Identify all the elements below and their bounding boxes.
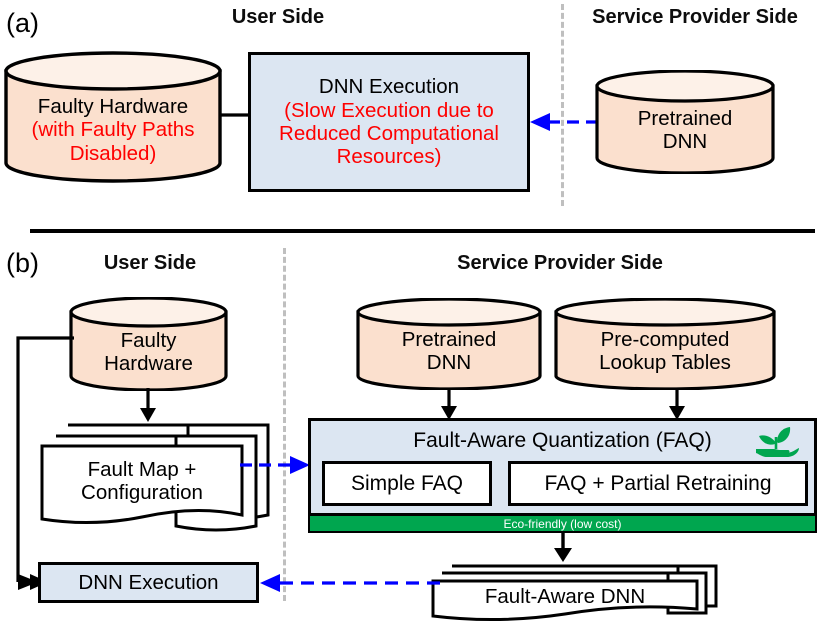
panel-a-pretrained-dnn-cylinder: Pretrained DNN (594, 70, 776, 174)
panel-b-faq-block: Fault-Aware Quantization (FAQ) Simple FA… (308, 418, 817, 516)
cylinder-shape-icon (69, 297, 228, 391)
panel-b-faq-option-partial-retraining[interactable]: FAQ + Partial Retraining (508, 461, 808, 506)
panel-b-arrow-pretrained-to-faq (441, 389, 457, 420)
panel-a-dnn-execution-box: DNN Execution (Slow Execution due to Red… (248, 52, 530, 192)
panel-a-dnn-execution-line1: DNN Execution (318, 75, 460, 99)
panel-b-dnn-execution-box: DNN Execution (38, 562, 259, 603)
panel-a-dnn-execution-line3: Reduced Computational (279, 122, 499, 145)
panel-b-letter: (b) (6, 248, 39, 278)
panel-b-lookup-tables-cylinder: Pre-computed Lookup Tables (553, 298, 777, 390)
panel-b-arrow-faq-to-fault-aware-dnn (554, 533, 572, 562)
panel-b-faq-title: Fault-Aware Quantization (FAQ) (413, 429, 712, 452)
panel-b-title-user-side: User Side (103, 252, 197, 274)
panel-a-arrow-pretrained-to-execution (530, 113, 598, 131)
panel-b-pretrained-dnn-cylinder: Pretrained DNN (355, 298, 543, 390)
panel-a-faulty-hardware-cylinder: Faulty Hardware (with Faulty Paths Disab… (3, 51, 223, 183)
panel-a-dnn-execution-line2: (Slow Execution due to (284, 98, 494, 122)
panel-b-side-divider (283, 248, 286, 601)
panel-b-arrow-lookup-to-faq (669, 389, 685, 420)
hand-holding-seedling-icon (756, 427, 799, 457)
document-stack-shape-icon (431, 564, 718, 622)
panel-b-fault-map-document-stack: Fault Map + Configuration (36, 419, 276, 535)
panel-b-dnn-execution-line1: DNN Execution (78, 570, 219, 594)
cylinder-shape-icon (595, 70, 775, 174)
panel-a-letter: (a) (6, 8, 39, 38)
panel-b-arrow-faultmap-to-faq (240, 456, 310, 474)
panel-b-arrow-fault-aware-dnn-to-execution (260, 574, 440, 592)
cylinder-shape-icon (4, 51, 222, 183)
panel-a-dnn-execution-line4: Resources) (336, 145, 442, 169)
cylinder-shape-icon (554, 298, 776, 390)
panel-b-title-service-provider-side: Service Provider Side (457, 252, 663, 274)
panel-separator-rule (30, 229, 815, 233)
cylinder-shape-icon (356, 298, 542, 390)
panel-b-faq-option-simple[interactable]: Simple FAQ (322, 461, 492, 506)
panel-a-side-divider (561, 4, 564, 206)
panel-a-title-service-provider-side: Service Provider Side (592, 6, 798, 28)
panel-b-fault-aware-dnn-document-stack: Fault-Aware DNN (430, 562, 720, 624)
panel-a-title-user-side: User Side (231, 6, 325, 28)
panel-b-eco-friendly-banner: Eco-friendly (low cost) (308, 516, 817, 533)
document-stack-shape-icon (40, 423, 270, 532)
panel-b-arrow-hardware-to-faultmap (140, 388, 156, 422)
